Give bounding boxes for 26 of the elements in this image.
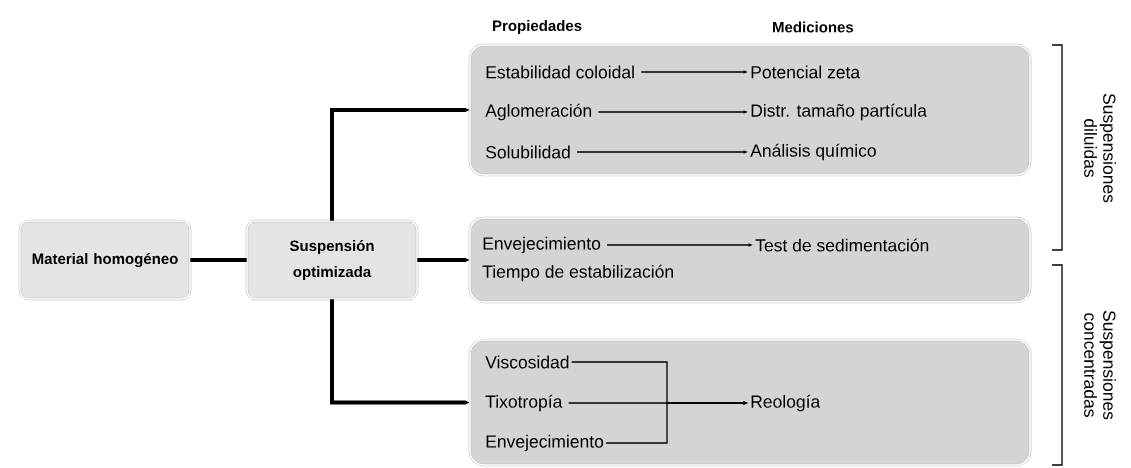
- measurement-text: Distr. tamaño partícula: [751, 103, 927, 121]
- property-text: Estabilidad coloidal: [486, 65, 634, 79]
- measurement-text: Reología: [751, 394, 821, 412]
- rounded-panel: [468, 338, 1032, 467]
- rounded-panel: [468, 43, 1032, 177]
- column-heading: Propiedades: [493, 20, 582, 34]
- column-heading: Mediciones: [773, 21, 854, 33]
- process-box: Material homogéneo: [18, 219, 192, 301]
- arrow: [330, 299, 469, 405]
- property-text: Tiempo de estabilización: [482, 264, 673, 282]
- process-box: Suspensión optimizada: [245, 219, 419, 301]
- property-text: Tixotropía: [485, 394, 563, 412]
- property-text: Aglomeración: [485, 103, 592, 121]
- side-label: Suspensiones concentradas: [1084, 310, 1116, 420]
- arrow: [330, 108, 469, 221]
- side-label: Suspensiones diluidas: [1084, 93, 1116, 203]
- measurement-text: Test de sedimentación: [755, 238, 929, 252]
- connector-line: [190, 258, 247, 262]
- measurement-text: Análisis químico: [750, 143, 876, 161]
- property-text: Envejecimiento: [486, 434, 604, 452]
- arrow: [417, 258, 469, 262]
- property-text: Envejecimiento: [483, 236, 601, 254]
- rounded-panel: [468, 216, 1032, 304]
- property-text: Viscosidad: [485, 355, 569, 369]
- measurement-text: Potencial zeta: [751, 65, 861, 79]
- property-text: Solubilidad: [486, 145, 570, 159]
